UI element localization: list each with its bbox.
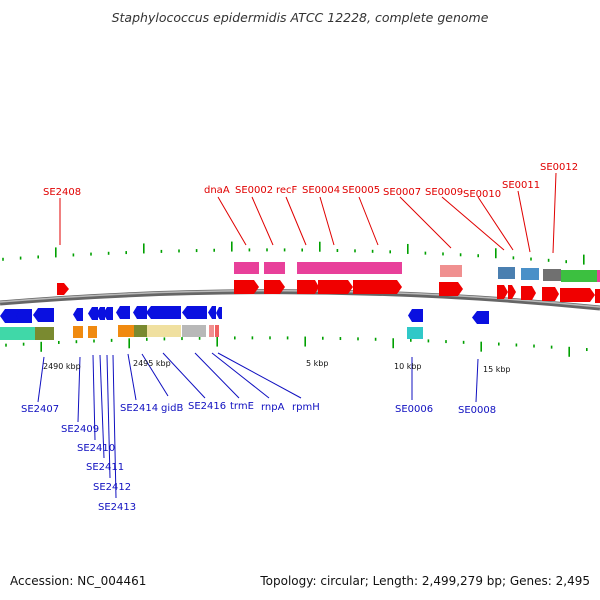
gene-SE2410-arrow bbox=[88, 307, 98, 320]
label-SE0008[interactable]: SE0008 bbox=[458, 405, 496, 416]
gene-SE2416-arrow bbox=[182, 306, 207, 319]
label-SE0006[interactable]: SE0006 bbox=[395, 404, 433, 415]
gene-trmE-box bbox=[209, 325, 214, 337]
label-SE0002[interactable]: SE0002 bbox=[235, 185, 273, 196]
gene-SE2411-arrow bbox=[96, 307, 105, 320]
gene-r1-arrow bbox=[0, 309, 23, 323]
gene-SE0005-box bbox=[353, 262, 402, 274]
tick-marks bbox=[2, 241, 588, 357]
forward-genes-arrows bbox=[57, 280, 600, 303]
gene-SE2414b-box bbox=[134, 325, 147, 337]
gene-SE2414-box bbox=[118, 325, 134, 337]
gene-recF-arrow bbox=[297, 280, 319, 294]
label-SE0004[interactable]: SE0004 bbox=[302, 185, 340, 196]
gene-trmE-arrow bbox=[208, 306, 216, 319]
gene-SE0011-box bbox=[521, 268, 539, 280]
gene-SE0012-box bbox=[561, 270, 597, 282]
gene-SE0002-box bbox=[264, 262, 285, 274]
genome-title: Staphylococcus epidermidis ATCC 12228, c… bbox=[111, 10, 489, 25]
gene-SE2414-arrow bbox=[133, 306, 147, 319]
label-SE0011[interactable]: SE0011 bbox=[502, 180, 540, 191]
gene-SE0004-box bbox=[317, 262, 353, 274]
label-SE2412[interactable]: SE2412 bbox=[93, 482, 131, 493]
label-dnaA[interactable]: dnaA bbox=[204, 185, 230, 196]
gene-SE0011a-arrow bbox=[521, 286, 536, 300]
label-SE2411[interactable]: SE2411 bbox=[86, 462, 124, 473]
ruler-label-2495: 2495 kbp bbox=[133, 359, 171, 368]
ruler-label-10: 10 kbp bbox=[394, 362, 422, 371]
forward-genes-outer bbox=[234, 262, 600, 282]
gene-r2-box bbox=[35, 327, 54, 340]
gene-end-box bbox=[597, 270, 600, 282]
gene-SE0007-arrow bbox=[439, 282, 463, 296]
reverse-genes-inner bbox=[0, 325, 423, 340]
label-trmE[interactable]: trmE bbox=[230, 401, 254, 412]
label-SE2408[interactable]: SE2408 bbox=[43, 187, 81, 198]
gene-SE0012a-box bbox=[543, 269, 561, 281]
label-SE0009[interactable]: SE0009 bbox=[425, 187, 463, 198]
reverse-leaders bbox=[37, 352, 479, 499]
label-SE0010[interactable]: SE0010 bbox=[463, 189, 501, 200]
gene-SE2413-arrow bbox=[116, 306, 130, 319]
label-SE2413[interactable]: SE2413 bbox=[98, 502, 136, 513]
accession-text: Accession: NC_004461 bbox=[10, 574, 147, 588]
gene-dnaA-box bbox=[234, 262, 259, 274]
label-gidB[interactable]: gidB bbox=[161, 403, 183, 414]
label-SE2416[interactable]: SE2416 bbox=[188, 401, 226, 412]
gene-SE2409-box bbox=[73, 326, 83, 338]
label-SE2407[interactable]: SE2407 bbox=[21, 404, 59, 415]
forward-label-group: SE2408 dnaA SE0002 recF SE0004 SE0005 SE… bbox=[43, 162, 578, 200]
label-rnpA[interactable]: rnpA bbox=[261, 402, 285, 413]
reverse-genes-arrows bbox=[0, 306, 489, 324]
gene-SE2412-arrow bbox=[103, 307, 113, 320]
label-SE0005[interactable]: SE0005 bbox=[342, 185, 380, 196]
label-SE2414[interactable]: SE2414 bbox=[120, 403, 158, 414]
gene-dnaA-arrow bbox=[234, 280, 259, 294]
gene-recF-box bbox=[297, 262, 317, 274]
gene-SE0006-arrow bbox=[408, 309, 423, 322]
reverse-label-group: SE2407 SE2409 SE2410 SE2411 SE2412 SE241… bbox=[21, 401, 496, 513]
gene-SE2416-box bbox=[182, 325, 206, 337]
gene-SE0011b-arrow bbox=[542, 287, 559, 301]
gene-SE0012-arrow bbox=[560, 288, 595, 302]
gene-SE0006-box bbox=[407, 327, 423, 339]
label-SE2409[interactable]: SE2409 bbox=[61, 424, 99, 435]
gene-r1-box bbox=[0, 327, 35, 340]
topology-summary: Topology: circular; Length: 2,499,279 bp… bbox=[260, 574, 590, 588]
gene-rnpA-arrow bbox=[216, 307, 222, 319]
label-recF[interactable]: recF bbox=[276, 185, 298, 196]
gene-SE0008-arrow bbox=[472, 311, 489, 324]
forward-leaders bbox=[59, 172, 557, 254]
gene-SE2410-box bbox=[88, 326, 97, 338]
gene-SE2408-arrow bbox=[57, 283, 69, 295]
gene-end-arrow bbox=[595, 289, 600, 303]
ruler-label-group: 2490 kbp 2495 kbp 5 kbp 10 kbp 15 kbp bbox=[43, 359, 511, 374]
gene-rnpA-box bbox=[215, 325, 219, 337]
gene-gidB-arrow bbox=[146, 306, 181, 319]
gene-SE0010-box bbox=[498, 267, 515, 279]
ruler-label-15: 15 kbp bbox=[483, 365, 511, 374]
gene-SE0005-arrow bbox=[353, 280, 402, 294]
gene-r2-arrow bbox=[16, 309, 32, 323]
label-SE2410[interactable]: SE2410 bbox=[77, 443, 115, 454]
gene-SE0009-arrow bbox=[497, 285, 508, 299]
gene-SE0007-box bbox=[440, 265, 462, 277]
label-SE0007[interactable]: SE0007 bbox=[383, 187, 421, 198]
ruler-label-5: 5 kbp bbox=[306, 359, 328, 368]
label-rpmH[interactable]: rpmH bbox=[292, 402, 320, 413]
gene-SE2407-arrow bbox=[33, 308, 54, 322]
label-SE0012[interactable]: SE0012 bbox=[540, 162, 578, 173]
gene-SE2409-arrow bbox=[73, 308, 83, 321]
gene-SE0004-arrow bbox=[318, 280, 353, 294]
gene-SE0010-arrow bbox=[508, 285, 516, 299]
gene-gidB-box bbox=[147, 325, 181, 337]
gene-SE0002-arrow bbox=[264, 280, 285, 294]
ruler-label-2490: 2490 kbp bbox=[43, 362, 81, 371]
